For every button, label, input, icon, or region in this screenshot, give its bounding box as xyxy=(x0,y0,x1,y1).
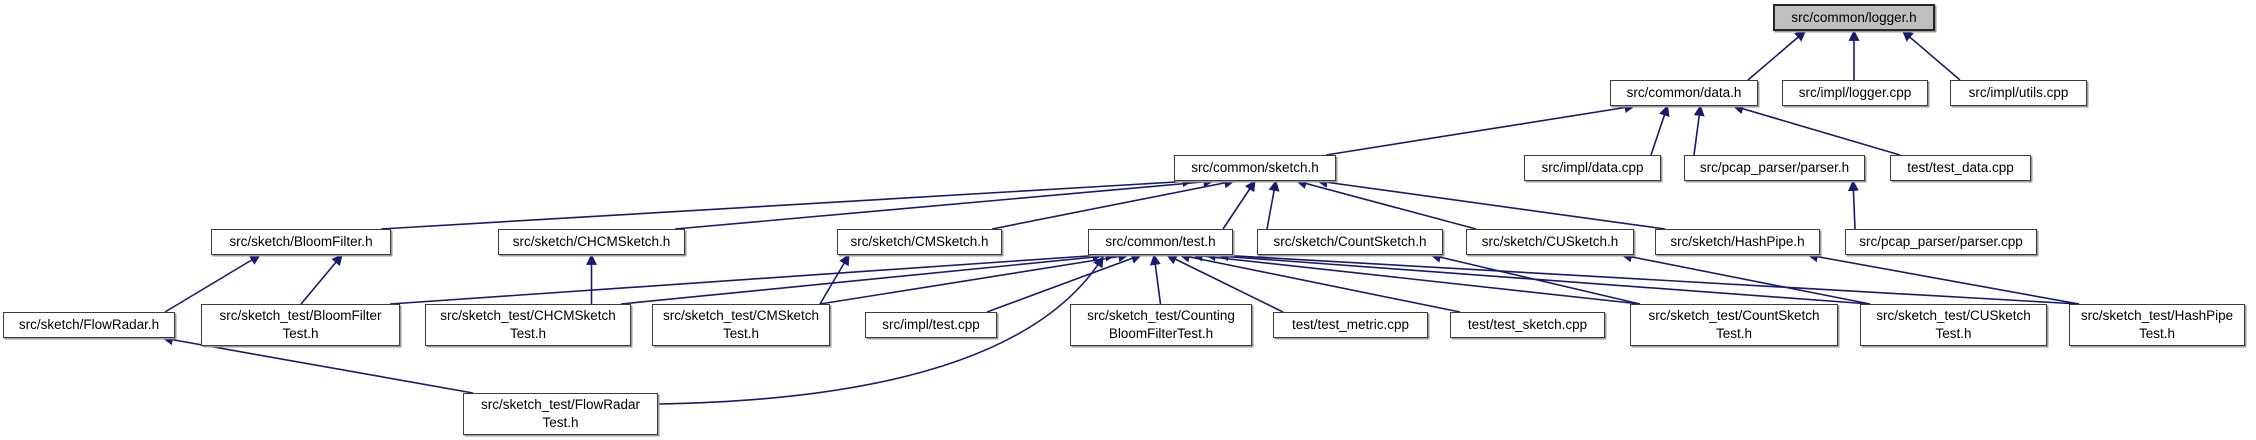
graph-node-label: Test.h xyxy=(722,326,760,341)
include-edge xyxy=(1901,30,1961,81)
graph-node-cusketch_h[interactable]: src/sketch/CUSketch.h xyxy=(1466,229,1634,255)
graph-node-cmsketch_h[interactable]: src/sketch/CMSketch.h xyxy=(837,229,1002,255)
graph-node-label: src/pcap_parser/parser.cpp xyxy=(1859,234,2023,250)
graph-node-label: src/sketch_test/Counting xyxy=(1087,308,1235,324)
include-edge xyxy=(620,250,1117,305)
graph-node-data_h[interactable]: src/common/data.h xyxy=(1610,80,1758,106)
graph-node-test_h[interactable]: src/common/test.h xyxy=(1088,229,1233,255)
graph-node-label: Test.h xyxy=(2138,326,2176,341)
graph-node-label: src/sketch_test/FlowRadar xyxy=(480,397,641,413)
include-edge xyxy=(1620,251,1871,305)
graph-node-hashpipe_h[interactable]: src/sketch/HashPipe.h xyxy=(1655,229,1820,255)
include-edge xyxy=(991,177,1236,230)
include-edge xyxy=(161,334,474,394)
graph-node-chcmsketch_h[interactable]: src/sketch/CHCMSketch.h xyxy=(498,229,685,255)
graph-node-utils_cpp[interactable]: src/impl/utils.cpp xyxy=(1950,80,2087,106)
graph-node-label: test/test_data.cpp xyxy=(1907,160,2014,176)
graph-node-label: BloomFilterTest.h xyxy=(1108,326,1214,341)
include-edge xyxy=(380,176,1194,230)
graph-node-label: test/test_sketch.cpp xyxy=(1467,317,1588,333)
graph-node-label: Test.h xyxy=(1715,326,1753,341)
graph-node-logger_h[interactable]: src/common/logger.h xyxy=(1773,4,1935,31)
include-edge xyxy=(389,250,1104,305)
graph-node-parser_h[interactable]: src/pcap_parser/parser.h xyxy=(1684,155,1865,181)
include-edge xyxy=(300,254,343,305)
graph-node-label: src/impl/data.cpp xyxy=(1541,160,1644,176)
include-edge xyxy=(1806,251,2080,305)
graph-node-label: src/sketch_test/CHCMSketch xyxy=(440,308,616,324)
graph-node-label: Test.h xyxy=(542,415,579,430)
graph-node-label: Test.h xyxy=(509,326,547,341)
include-edge xyxy=(1222,180,1256,230)
graph-node-parser_cpp[interactable]: src/pcap_parser/parser.cpp xyxy=(1845,229,2037,255)
graph-node-label: src/pcap_parser/parser.h xyxy=(1699,160,1850,176)
graph-node-flowradar_h[interactable]: src/sketch/FlowRadar.h xyxy=(3,312,175,338)
graph-node-label: src/sketch_test/CUSketch xyxy=(1876,308,2031,324)
include-edge xyxy=(1732,103,1901,156)
graph-node-label: test/test_metric.cpp xyxy=(1291,317,1410,333)
graph-node-sketch_h[interactable]: src/common/sketch.h xyxy=(1174,155,1336,181)
graph-node-label: src/common/sketch.h xyxy=(1191,160,1319,176)
graph-node-test_cpp[interactable]: src/impl/test.cpp xyxy=(865,312,997,338)
graph-node-label: src/common/test.h xyxy=(1105,234,1216,250)
graph-node-label: Test.h xyxy=(1935,326,1972,341)
include-edge xyxy=(1149,253,1162,305)
graph-node-test_metric_cpp[interactable]: test/test_metric.cpp xyxy=(1273,312,1428,338)
graph-node-test_data_cpp[interactable]: test/test_data.cpp xyxy=(1890,155,2031,181)
include-edge xyxy=(1316,176,1666,230)
graph-node-countsketch_h[interactable]: src/sketch/CountSketch.h xyxy=(1257,229,1443,255)
graph-node-label: src/sketch_test/BloomFilter xyxy=(219,308,382,324)
include-edge xyxy=(1191,250,1641,305)
include-edge xyxy=(1295,178,1477,230)
include-edge xyxy=(1650,104,1670,156)
include-edge xyxy=(1204,250,1871,305)
graph-node-label: src/sketch/HashPipe.h xyxy=(1670,234,1805,250)
graph-node-logger_cpp[interactable]: src/impl/logger.cpp xyxy=(1782,80,1928,106)
graph-node-bloomfilter_h[interactable]: src/sketch/BloomFilter.h xyxy=(211,229,391,255)
graph-node-label: src/common/data.h xyxy=(1626,85,1742,101)
graph-node-label: src/sketch/FlowRadar.h xyxy=(18,317,160,333)
graph-node-label: src/impl/utils.cpp xyxy=(1968,85,2069,101)
graph-node-test_sketch_cpp[interactable]: test/test_sketch.cpp xyxy=(1450,312,1605,338)
graph-node-label: src/sketch/CountSketch.h xyxy=(1273,234,1427,250)
graph-node-label: src/sketch/CMSketch.h xyxy=(850,234,989,250)
include-edge xyxy=(1693,104,1705,156)
include-edge xyxy=(819,254,850,305)
graph-node-label: src/sketch_test/CMSketch xyxy=(662,308,820,324)
include-edge xyxy=(674,176,1215,230)
graph-node-label: src/impl/test.cpp xyxy=(882,317,980,333)
graph-node-data_cpp[interactable]: src/impl/data.cpp xyxy=(1524,155,1661,181)
graph-node-label: src/sketch/CUSketch.h xyxy=(1481,234,1619,250)
include-edge xyxy=(819,251,1130,305)
include-edge xyxy=(1325,102,1636,156)
graph-node-label: src/common/logger.h xyxy=(1791,9,1917,25)
graph-node-label: src/sketch_test/HashPipe xyxy=(2080,308,2234,324)
include-edge xyxy=(1747,30,1807,81)
include-edge xyxy=(1847,179,1859,230)
include-edge xyxy=(1429,251,1641,305)
graph-node-label: src/sketch/BloomFilter.h xyxy=(229,234,373,250)
graph-node-label: Test.h xyxy=(282,326,319,341)
graph-node-label: src/sketch/CHCMSketch.h xyxy=(512,234,671,250)
include-edge xyxy=(1217,250,2080,305)
include-edge xyxy=(1266,179,1280,230)
graph-node-label: src/sketch_test/CountSketch xyxy=(1648,308,1820,324)
graph-node-label: src/impl/logger.cpp xyxy=(1798,85,1912,101)
